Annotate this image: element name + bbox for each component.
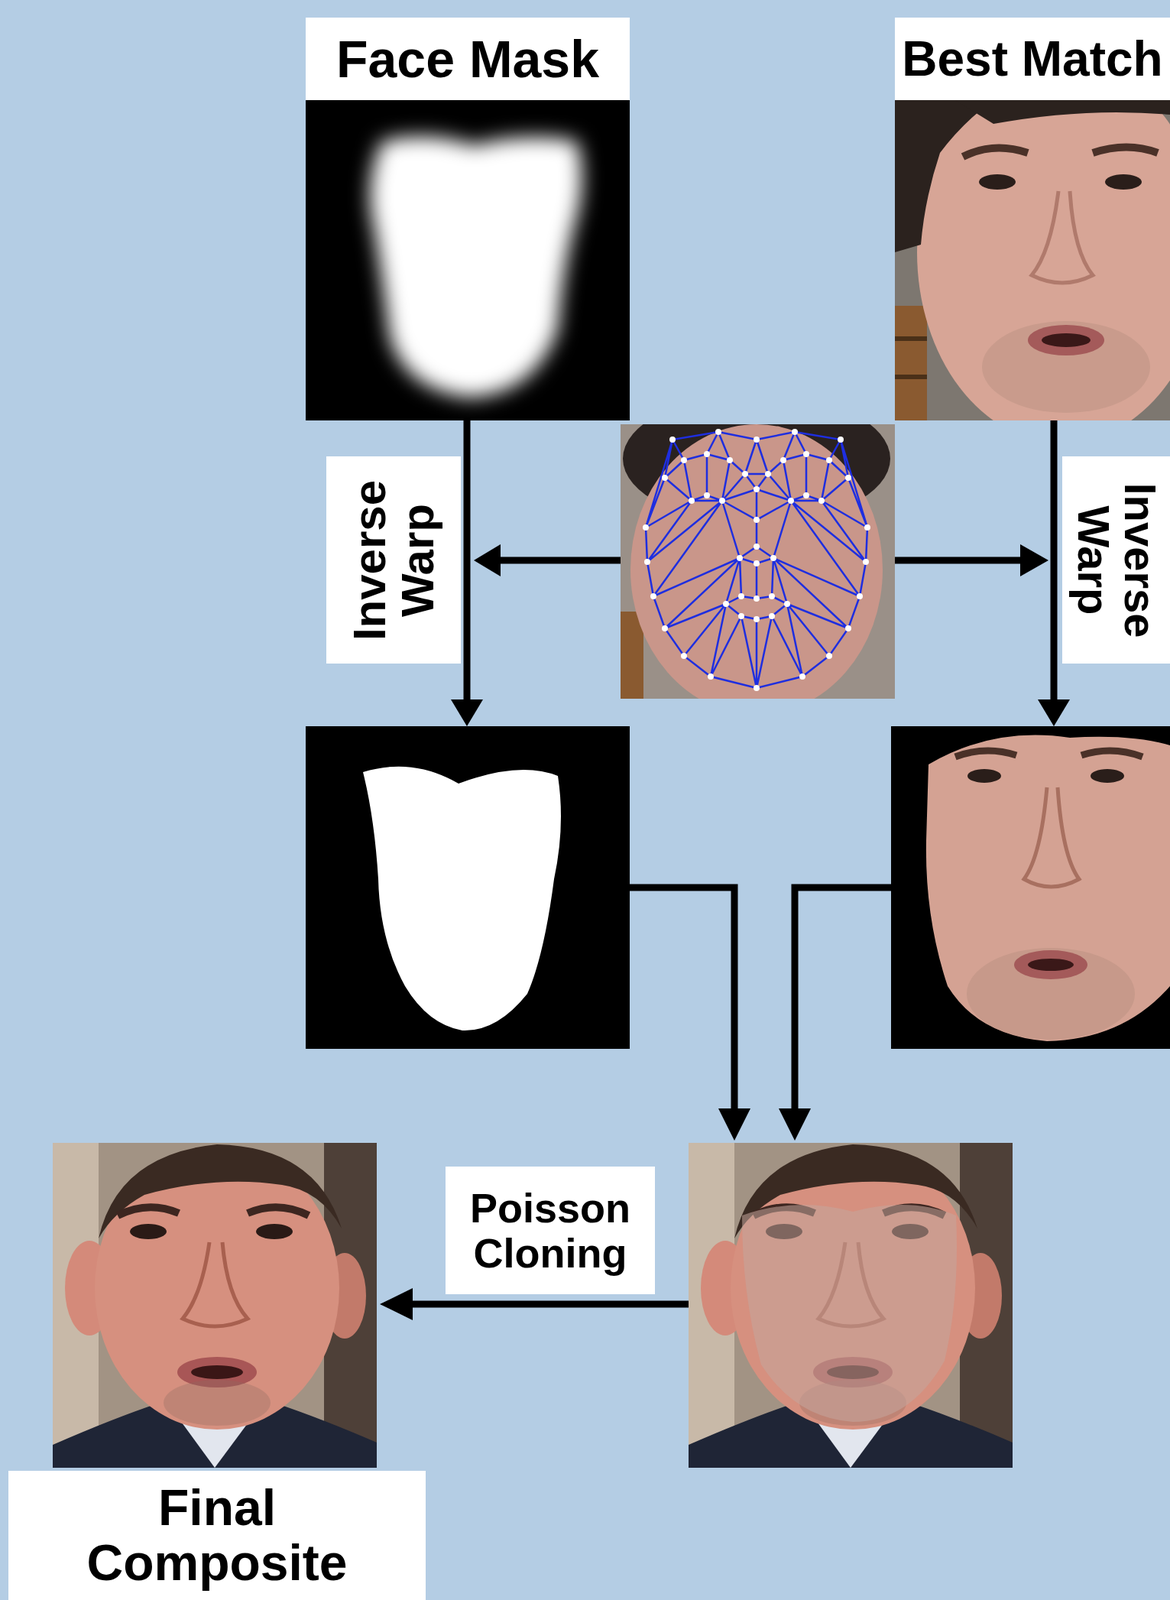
warped-face-image-part-part — [1090, 768, 1125, 783]
flow-arrows-part — [410, 1300, 689, 1308]
best-match-photo-part — [894, 100, 994, 253]
best-match-photo-part — [894, 305, 927, 421]
warped-face-image-part-part — [955, 750, 1017, 757]
image-title: Face Mask — [336, 30, 600, 88]
image-title: Best Match — [894, 17, 1170, 101]
face-mask-image-part — [369, 136, 582, 398]
flow-arrows-part — [1037, 699, 1070, 726]
best-match-photo-part — [962, 148, 1028, 157]
warped-face-image-part — [891, 725, 1170, 1049]
step-label: Poisson Cloning — [445, 1166, 655, 1294]
best-match-photo-part — [1105, 174, 1142, 190]
face-mask-image-part — [305, 100, 630, 421]
step-label: Poisson Cloning — [469, 1184, 631, 1276]
flow-arrows-part — [794, 887, 892, 1111]
label-text-group: Final Composite — [86, 1479, 347, 1591]
warped-face-image-part-part — [1014, 949, 1088, 979]
composite-image-part — [742, 1204, 957, 1422]
landmark-mesh-image-part — [630, 424, 883, 699]
flow-arrows-part — [894, 557, 1023, 564]
best-match-photo-part — [982, 320, 1151, 413]
composite-image — [688, 1142, 1013, 1468]
best-match-photo-part — [894, 374, 927, 380]
composite-image-part — [688, 1142, 1013, 1468]
image-title: Final Composite — [8, 1470, 426, 1600]
face-mask-image — [305, 100, 630, 421]
flow-arrows-part — [1020, 544, 1049, 577]
label-text-group: Inverse Warp — [1069, 482, 1164, 638]
flow-arrows-part — [718, 1108, 751, 1141]
best-match-photo-part — [978, 174, 1016, 190]
warped-face-image-part-part — [1027, 958, 1074, 971]
final-composite-image-part — [52, 1142, 377, 1468]
flow-arrows — [379, 420, 1070, 1320]
step-label: Inverse Warp — [345, 479, 442, 640]
step-label: Inverse Warp — [326, 456, 461, 664]
label-text-group: Poisson Cloning — [469, 1184, 631, 1276]
label-text-group: Face Mask — [336, 30, 600, 88]
image-title: Best Match — [901, 32, 1163, 86]
step-label: Inverse Warp — [1069, 482, 1164, 638]
warped-mask-image-part — [305, 725, 630, 1049]
flow-arrows-part — [498, 557, 621, 564]
flow-arrows-part — [629, 887, 735, 1111]
warped-mask-image — [305, 725, 630, 1049]
flow-arrows-part — [1050, 420, 1058, 702]
final-composite-image — [52, 1142, 377, 1468]
best-match-photo-part — [1092, 147, 1158, 154]
best-match-photo-part — [1031, 191, 1093, 283]
flow-arrows-part — [450, 699, 483, 726]
warped-face-image-part-part — [967, 768, 1002, 783]
label-text-group: Best Match — [901, 32, 1163, 86]
warped-mask-image-part — [362, 766, 561, 1031]
label-text-group: Inverse Warp — [345, 479, 442, 640]
best-match-photo-part — [917, 100, 1170, 421]
best-match-photo-part — [1027, 324, 1105, 356]
image-title: Face Mask — [305, 17, 630, 101]
flow-arrows-part — [379, 1287, 413, 1320]
flow-arrows-part — [778, 1108, 811, 1141]
warped-face-image-part-part — [966, 947, 1135, 1040]
best-match-photo — [894, 100, 1170, 421]
warped-face-image — [891, 725, 1170, 1049]
best-match-photo-part — [955, 100, 1170, 124]
landmark-mesh-image-part — [645, 431, 868, 688]
flow-arrows-part — [463, 420, 471, 702]
step-label: Inverse Warp — [1062, 456, 1170, 664]
warped-face-image-part-part — [891, 725, 1170, 1049]
landmark-mesh-image-part — [645, 431, 868, 688]
best-match-photo-part — [894, 336, 927, 341]
flow-arrows-part — [473, 544, 501, 577]
landmark-mesh-image — [620, 424, 895, 699]
warped-face-image-part-part — [1081, 750, 1143, 757]
warped-face-image-part — [891, 725, 1170, 1049]
best-match-photo-part — [1041, 333, 1091, 347]
warped-face-image-part-part — [1024, 787, 1080, 887]
image-title: Final Composite — [86, 1479, 347, 1591]
